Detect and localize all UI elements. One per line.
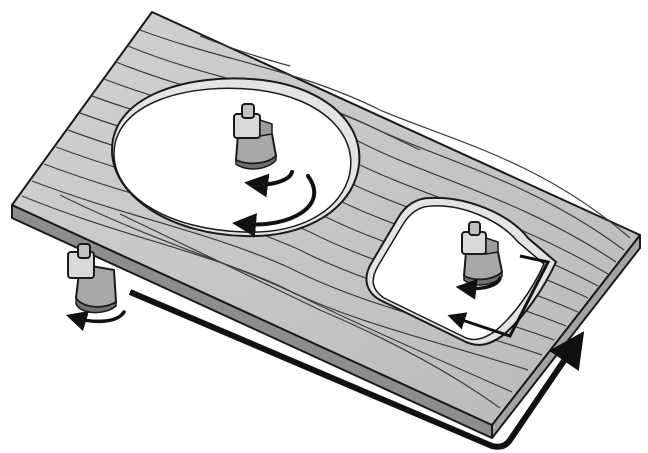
direction-arrow-icon bbox=[76, 312, 124, 321]
